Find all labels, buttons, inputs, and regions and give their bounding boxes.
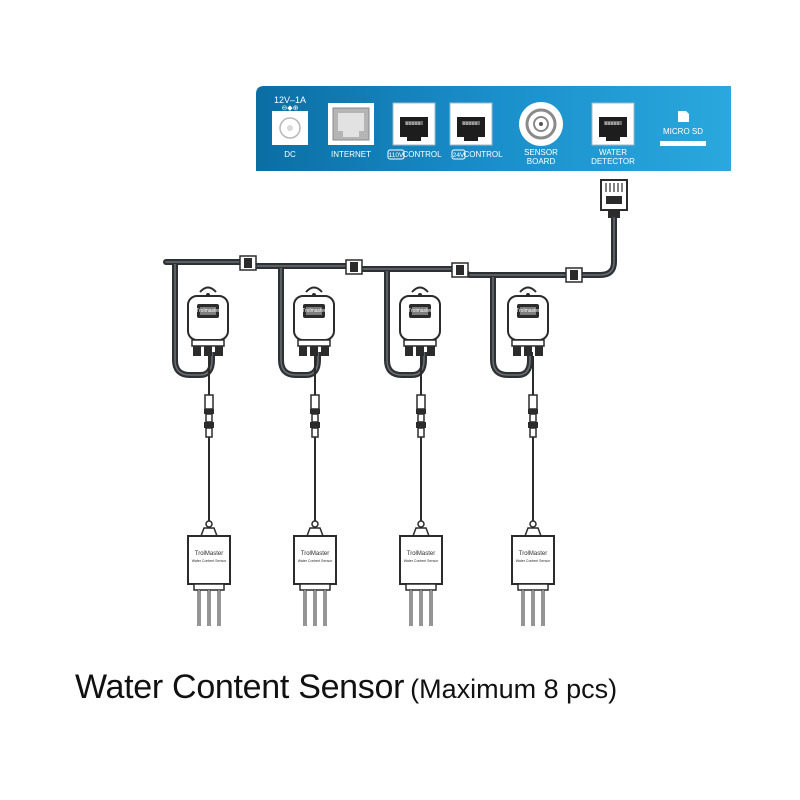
sd-card-icon [678,111,689,122]
hub-brand: Trolmaster [302,308,326,314]
probe-brand: TrolMaster [195,551,223,557]
probe-model: Water Content Sensor [404,559,439,563]
dc-rating-label: 12V–1A [274,95,306,105]
inline-connector [203,394,215,438]
internet-label: INTERNET [331,150,371,159]
sensor-board-port: SENSOR BOARD [519,102,563,166]
water-content-probe [510,519,556,628]
control-110v-badge: 110V [389,152,404,159]
sensor-unit-4: Trolmaster TrolMaster Water Content Sens… [490,277,556,628]
probe-brand: TrolMaster [407,551,435,557]
probe-model: Water Content Sensor [516,559,551,563]
water-content-probe [398,519,444,628]
water-detector-label-line1: WATER [599,148,627,157]
control-24v-badge: 24V [453,152,465,159]
control-24v-port: 24V CONTROL [449,102,503,160]
water-detector-label-line2: DETECTOR [591,157,635,166]
splitter [565,267,583,283]
sensor-hub [187,286,229,357]
control-24v-label: CONTROL [463,150,503,159]
rj-plug [600,179,628,218]
dc-label: DC [284,150,296,159]
control-110v-label: CONTROL [402,150,442,159]
water-detector-port: WATER DETECTOR [591,102,635,166]
inline-connector [527,394,539,438]
sensor-hub [399,286,441,357]
controller-panel: 12V–1A ⊖◆⊕ DC INTERNET 110V CONTROL 24V … [256,86,731,171]
inline-connector [309,394,321,438]
control-110v-port: 110V CONTROL [387,102,442,160]
water-content-probe [292,519,338,628]
dc-port: 12V–1A ⊖◆⊕ DC [272,95,308,159]
probe-model: Water Content Sensor [192,559,227,563]
internet-port: INTERNET [328,103,374,159]
caption-sub: (Maximum 8 pcs) [410,674,618,704]
splitter [239,255,257,271]
probe-model: Water Content Sensor [298,559,333,563]
hub-brand: Trolmaster [408,308,432,314]
inline-connector [415,394,427,438]
sensor-unit-2: Trolmaster TrolMaster Water Content Sens… [278,268,338,628]
micro-sd-label: MICRO SD [663,127,703,136]
sensor-board-label-line2: BOARD [527,157,556,166]
micro-sd-slot: MICRO SD [660,111,706,146]
sensor-hub [293,286,335,357]
sensor-unit-1: Trolmaster TrolMaster Water Content Sens… [172,264,232,628]
water-content-probe [186,519,232,628]
dc-polarity-icon: ⊖◆⊕ [281,105,298,112]
caption-main: Water Content Sensor [75,668,405,706]
bus-cable [163,215,617,278]
splitter [345,259,363,275]
hub-brand: Trolmaster [196,308,220,314]
sensor-board-label-line1: SENSOR [524,148,558,157]
splitter [451,262,469,278]
probe-brand: TrolMaster [519,551,547,557]
probe-brand: TrolMaster [301,551,329,557]
diagram-caption: Water Content Sensor(Maximum 8 pcs) [75,668,617,707]
bus-splitters [239,255,583,283]
hub-brand: Trolmaster [516,308,540,314]
sensor-hub [507,286,549,357]
sensor-unit-3: Trolmaster TrolMaster Water Content Sens… [384,271,444,628]
